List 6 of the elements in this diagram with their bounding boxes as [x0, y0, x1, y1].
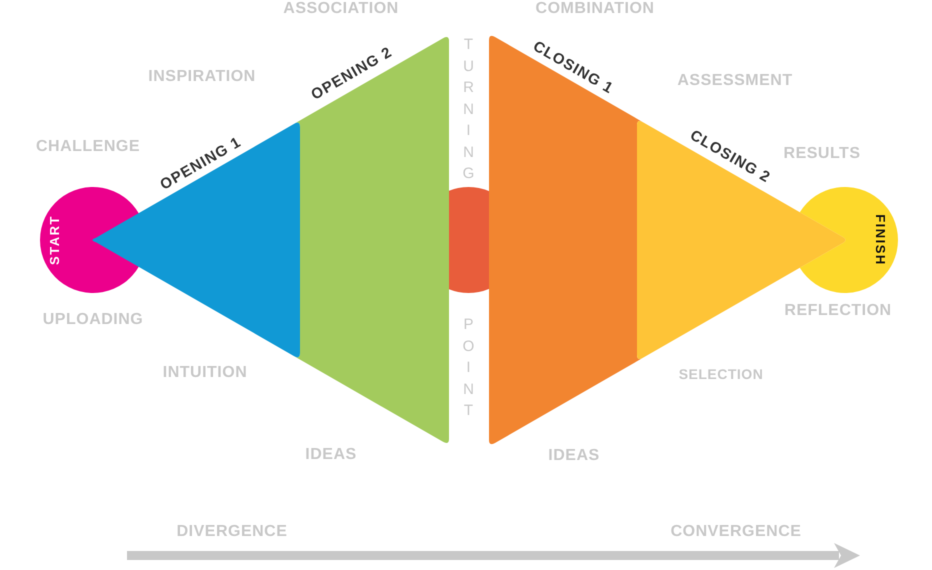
- trapezoid-segment: [489, 33, 643, 447]
- circle-label: FINISH: [874, 214, 886, 266]
- start-crescent: [40, 187, 140, 293]
- trapezoid-segment: [294, 34, 449, 446]
- finish-crescent: [799, 187, 898, 293]
- circle-label: START: [50, 215, 60, 265]
